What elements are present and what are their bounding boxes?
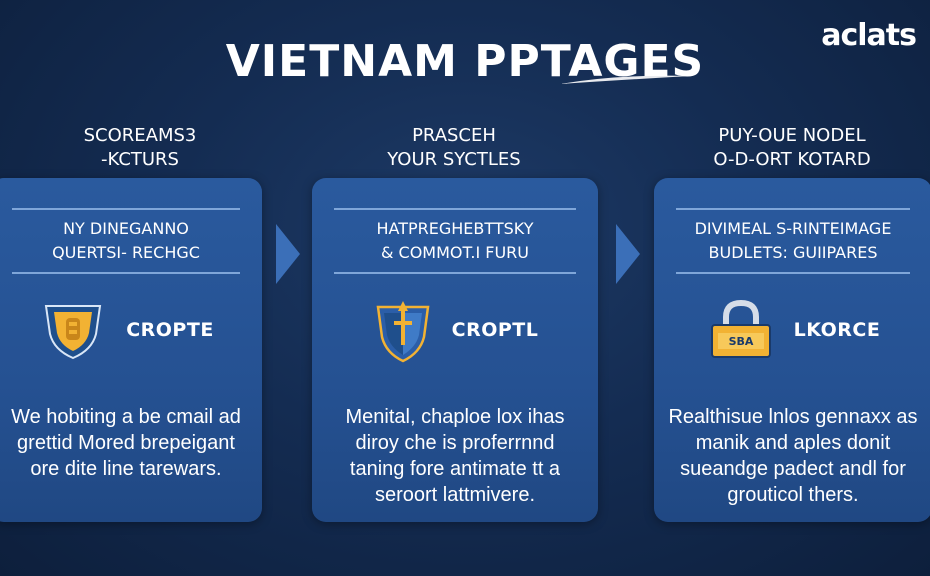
step-2-description-line-3: taning fore antimate tt a	[349, 458, 561, 480]
page-title: VIETNAM PPTAGES	[225, 36, 705, 87]
step-3-description-line-3: sueandge padect andl for	[680, 458, 906, 480]
step-1-heading-line-1: SCOREAMS3	[83, 125, 197, 146]
step-2-description-line-2: diroy che is proferrnnd	[355, 432, 555, 454]
step-3-badge: SBA LKORCE	[654, 299, 930, 360]
crest-icon	[376, 301, 430, 363]
step-2-card-header-line-1: HATPREGHEBTTSKY	[376, 219, 534, 238]
step-3-heading-line-2: O-D-ORT KOTARD	[713, 149, 871, 170]
step-1-card-header-line-1: NY DINEGANNO	[63, 219, 189, 238]
step-1-heading: SCOREAMS3 -KCTURS	[0, 124, 280, 172]
step-2-card-header: HATPREGHEBTTSKY & COMMOT.I FURU	[334, 208, 576, 274]
step-3-description: Realthisue lnlos gennaxx as manik and ap…	[654, 404, 930, 508]
step-3-description-line-2: manik and aples donit	[695, 432, 891, 454]
step-3-description-line-1: Realthisue lnlos gennaxx as	[668, 406, 918, 428]
step-1-heading-line-2: -KCTURS	[101, 149, 179, 170]
brand-logo: aclats	[821, 18, 917, 53]
step-1-description-line-1: We hobiting a be cmail ad	[11, 406, 241, 428]
swoosh-decoration	[560, 75, 690, 84]
step-2-heading-line-2: YOUR SYCTLES	[387, 149, 521, 170]
step-1-card-header-line-2: QUERTSI- RECHGC	[52, 243, 200, 262]
step-1-card-header: NY DINEGANNO QUERTSI- RECHGC	[12, 208, 240, 274]
lock-icon: SBA	[710, 299, 771, 358]
step-2-card: HATPREGHEBTTSKY & COMMOT.I FURU CROPTL M…	[312, 178, 598, 522]
step-3-card-header: DIVIMEAL S-RINTEIMAGE BUDLETS: GUIIPARES	[676, 208, 910, 274]
step-3-description-line-4: grouticol thers.	[727, 484, 859, 506]
step-2-card-header-line-2: & COMMOT.I FURU	[380, 243, 530, 262]
step-2-badge-label: CROPTL	[451, 319, 539, 341]
step-1-description-line-3: ore dite line tarewars.	[30, 458, 222, 480]
step-3-card-header-line-1: DIVIMEAL S-RINTEIMAGE	[694, 219, 892, 238]
arrow-right-icon	[276, 224, 300, 284]
step-1-description-line-2: grettid Mored brepeigant	[17, 432, 235, 454]
step-2-heading: PRASCEH YOUR SYCTLES	[314, 124, 594, 172]
step-3-heading: PUY-OUE NODEL O-D-ORT KOTARD	[652, 124, 930, 172]
step-2-description-line-4: seroort lattmivere.	[374, 484, 536, 506]
step-3-card: DIVIMEAL S-RINTEIMAGE BUDLETS: GUIIPARES…	[654, 178, 930, 522]
step-2-heading-line-1: PRASCEH	[412, 125, 496, 146]
step-3-card-header-line-2: BUDLETS: GUIIPARES	[708, 243, 878, 262]
step-1-badge: CROPTE	[0, 300, 262, 360]
lock-label: SBA	[728, 335, 753, 348]
shield-icon	[45, 305, 102, 360]
step-2-description: Menital, chaploe lox ihas diroy che is p…	[312, 404, 598, 508]
step-1-card: NY DINEGANNO QUERTSI- RECHGC CROPTE We h…	[0, 178, 262, 522]
step-1-badge-label: CROPTE	[126, 319, 214, 341]
arrow-right-icon	[616, 224, 640, 284]
step-1-description: We hobiting a be cmail ad grettid Mored …	[0, 404, 262, 482]
step-2-description-line-1: Menital, chaploe lox ihas	[345, 406, 565, 428]
step-3-badge-label: LKORCE	[793, 319, 881, 341]
step-2-badge: CROPTL	[312, 300, 598, 363]
step-3-heading-line-1: PUY-OUE NODEL	[718, 125, 866, 146]
